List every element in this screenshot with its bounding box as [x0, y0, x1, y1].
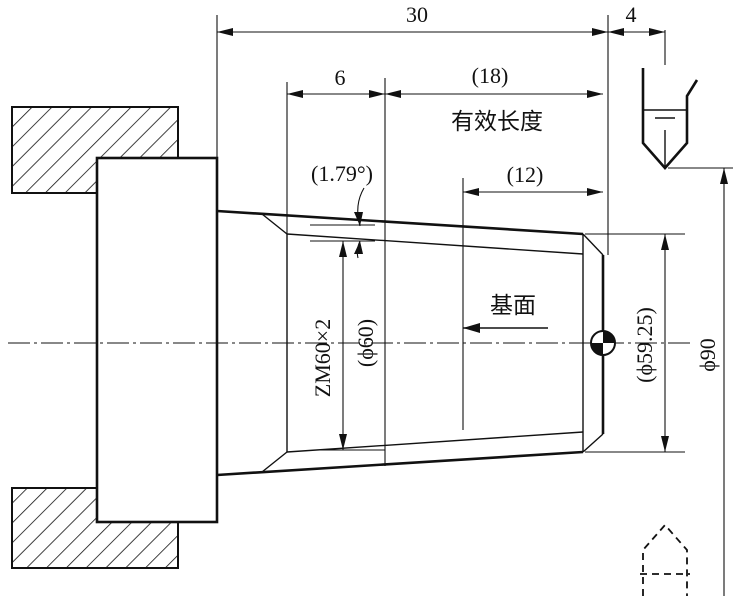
workpiece-flange: [95, 156, 219, 524]
effective-length-caption: 有效长度: [451, 109, 543, 135]
dimension-gauge-diameter: (ϕ59.25): [632, 234, 669, 452]
dimension-outer-diameter: ϕ90: [695, 168, 728, 596]
tapered-thread-body: [216, 209, 605, 477]
gauge-diameter-label: (ϕ59.25): [632, 307, 657, 383]
gauge-length-label: (12): [507, 162, 544, 187]
workpiece-origin-icon: [590, 330, 616, 356]
dimension-overall-length: 30: [217, 2, 608, 36]
extension-lines: [216, 15, 733, 466]
chamfer-length-label: 6: [335, 65, 346, 90]
taper-angle-label: (1.79°): [311, 161, 373, 186]
major-diameter-label: (ϕ60): [353, 319, 378, 367]
dimension-effective-length: (18) 有效长度: [385, 63, 603, 135]
dimension-gauge-length: (12): [463, 162, 603, 196]
datum-label: 基面: [490, 293, 536, 319]
thread-cutting-tool-icon: [641, 68, 699, 170]
tool-offset-label: 4: [626, 2, 637, 27]
taper-angle-callout: (1.79°): [311, 161, 373, 259]
dimension-tool-offset: 4: [608, 2, 665, 36]
datum-arrow: 基面: [463, 293, 548, 333]
outer-diameter-label: ϕ90: [695, 338, 720, 372]
dimension-chamfer-length: 6: [287, 65, 385, 98]
tool-return-position-icon: [640, 523, 690, 596]
effective-length-label: (18): [472, 63, 509, 88]
chuck-hatch-icon: [11, 106, 179, 569]
dimension-thread-diameter: ZM60×2 (ϕ60): [310, 241, 378, 450]
thread-designation-label: ZM60×2: [310, 319, 335, 397]
overall-length-label: 30: [406, 2, 428, 27]
